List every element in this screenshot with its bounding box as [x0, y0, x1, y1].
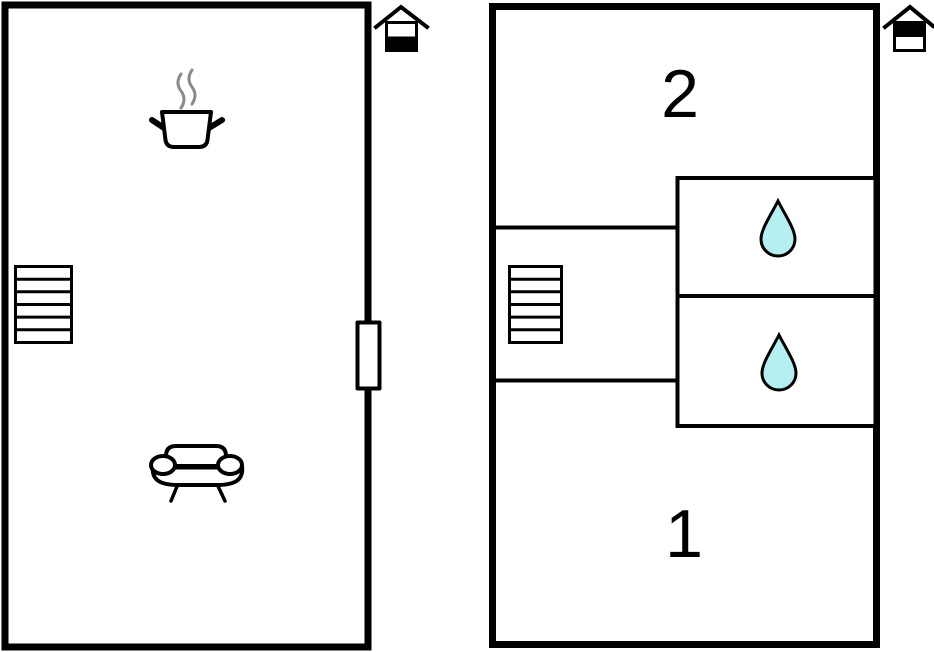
water-drop-icon-top: [759, 197, 797, 258]
sofa-back: [164, 444, 228, 470]
steam-line-icon: [176, 72, 186, 110]
room-label-1: 1: [665, 496, 703, 572]
sofa-armrest-left: [149, 454, 177, 476]
staircase-icon-ground: [14, 265, 73, 344]
staircase-icon-upper: [508, 265, 563, 344]
sofa-icon: [149, 444, 245, 503]
house-filled-bottom-half: [388, 36, 415, 50]
upper-floor-plan: 2 1: [489, 3, 934, 648]
water-drop-icon-bottom: [760, 331, 798, 392]
ground-floor-plan: [1, 1, 430, 651]
window-icon: [355, 320, 382, 391]
stove-icon: [149, 68, 225, 149]
house-level-icon-upper: [882, 4, 934, 52]
room-label-2: 2: [661, 56, 699, 132]
house-level-icon-ground: [373, 4, 430, 52]
house-filled-top-half: [896, 24, 923, 37]
steam-line-icon: [187, 68, 197, 106]
house-roof: [373, 4, 430, 30]
house-roof: [882, 4, 934, 30]
pot-body: [160, 110, 213, 149]
sofa-armrest-right: [216, 454, 244, 476]
